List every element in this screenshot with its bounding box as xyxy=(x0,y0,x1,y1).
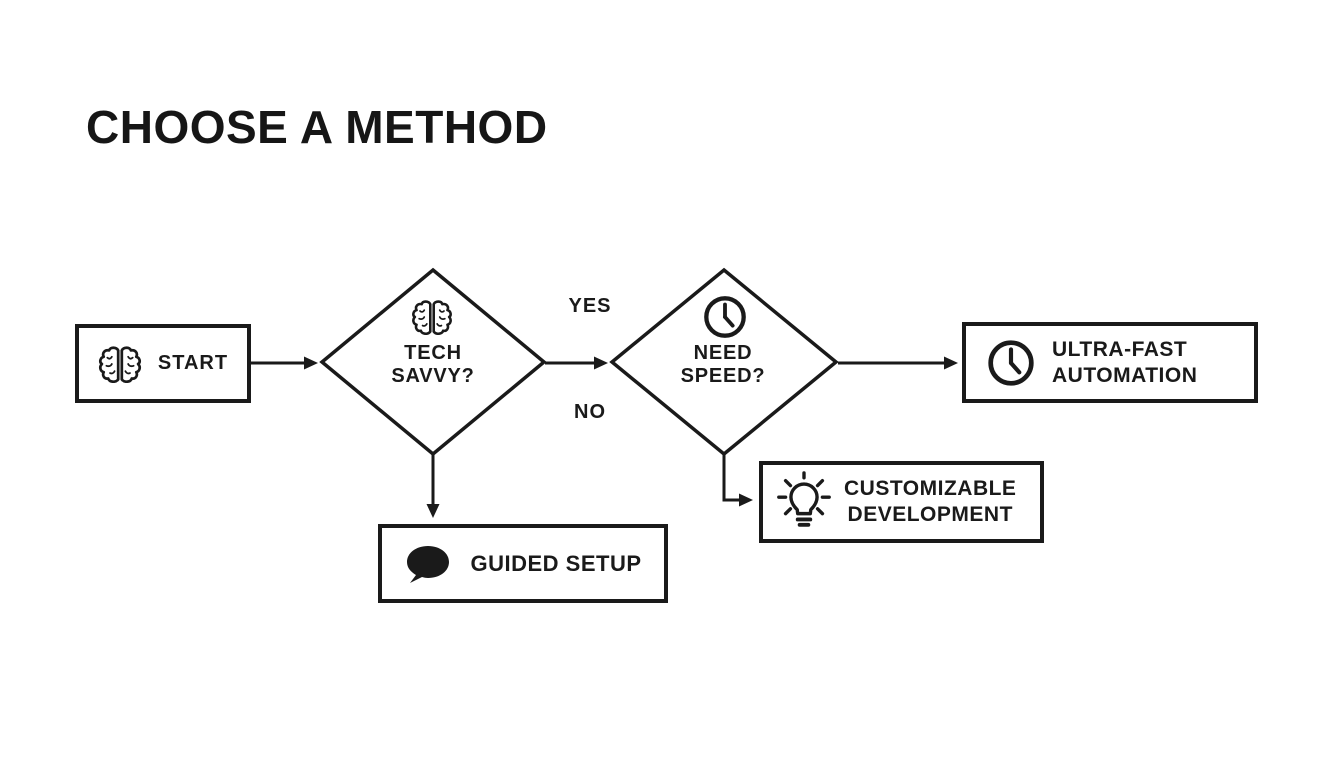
arrowhead xyxy=(944,356,958,370)
speech-bubble-icon xyxy=(404,543,452,585)
page-title: CHOOSE A METHOD xyxy=(86,101,548,153)
node-customizable-line2: DEVELOPMENT xyxy=(847,503,1013,526)
arrowhead xyxy=(739,493,753,507)
edge-start-to-tech-savvy xyxy=(251,356,318,370)
node-ultra-line1: ULTRA-FAST xyxy=(1052,337,1188,361)
node-customizable-development-label: CUSTOMIZABLE DEVELOPMENT xyxy=(844,476,1016,528)
edge-label-no: NO xyxy=(574,401,606,423)
edge-tech-savvy-to-need-speed xyxy=(545,356,608,370)
brain-icon xyxy=(411,299,453,335)
brain-icon xyxy=(98,345,142,383)
edge-need-speed-to-ultra-fast xyxy=(838,356,958,370)
node-guided-setup-label: GUIDED SETUP xyxy=(470,550,642,576)
arrowhead xyxy=(594,356,608,370)
node-customizable-line1: CUSTOMIZABLE xyxy=(844,477,1017,500)
node-ultra-line2: AUTOMATION xyxy=(1052,363,1198,387)
lightbulb-icon xyxy=(776,471,832,533)
arrowhead xyxy=(304,356,318,370)
node-start-label: START xyxy=(157,352,229,374)
edge-tech-savvy-to-guided-setup xyxy=(426,455,440,518)
edge-label-yes: YES xyxy=(568,295,612,317)
node-customizable-development: CUSTOMIZABLE DEVELOPMENT xyxy=(759,461,1044,543)
node-guided-setup: GUIDED SETUP xyxy=(378,524,668,603)
node-tech-savvy-label: TECH SAVVY? xyxy=(343,342,523,388)
node-ultra-fast-automation-label: ULTRA-FAST AUTOMATION xyxy=(1052,337,1197,389)
node-need-speed-line1: NEED xyxy=(693,342,753,364)
arrowhead xyxy=(426,504,440,518)
clock-icon xyxy=(986,338,1036,388)
node-ultra-fast-automation: ULTRA-FAST AUTOMATION xyxy=(962,322,1258,403)
decision-diamond-tech-savvy xyxy=(319,267,547,457)
edge-need-speed-to-customizable xyxy=(722,454,753,507)
node-need-speed-label: NEED SPEED? xyxy=(633,342,813,388)
node-tech-savvy-line2: SAVVY? xyxy=(391,365,475,387)
node-need-speed-line2: SPEED? xyxy=(680,365,766,387)
node-start: START xyxy=(75,324,251,403)
node-tech-savvy-line1: TECH xyxy=(404,342,462,364)
clock-icon xyxy=(702,294,748,340)
